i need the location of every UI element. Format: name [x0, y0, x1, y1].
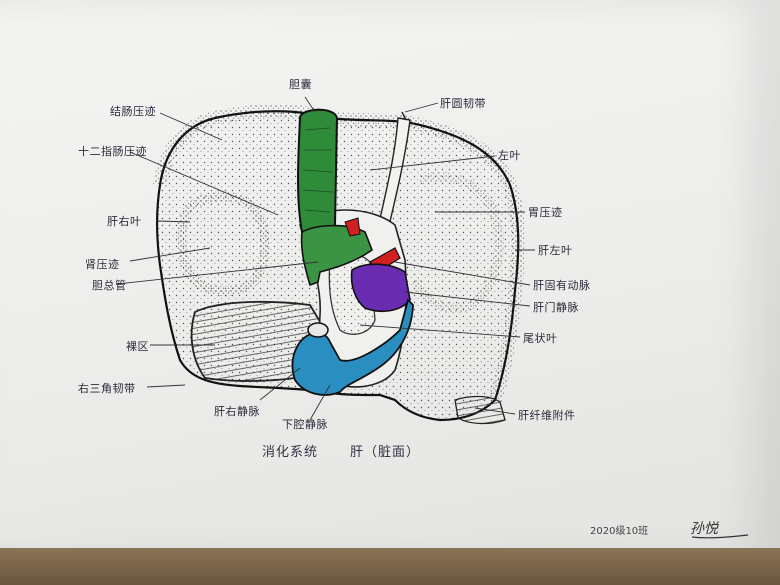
label-ivc: 下腔静脉 [282, 418, 328, 431]
fibrous-appendix [454, 395, 506, 425]
caption-system: 消化系统 [262, 445, 319, 460]
gallbladder-shape [297, 108, 339, 244]
portal-vein-shape [350, 263, 411, 313]
footer-signature: 孙悦 [690, 521, 718, 537]
label-gastric-impression: 胃压迹 [528, 206, 563, 219]
label-right-triangular-ligament: 右三角韧带 [78, 382, 136, 395]
leader-lines [116, 96, 535, 421]
label-portal-vein: 肝门静脉 [533, 301, 579, 314]
label-hepatic-vein: 肝右静脉 [214, 405, 260, 418]
label-round-ligament: 肝圆韧带 [440, 97, 486, 110]
table-surface [0, 548, 780, 585]
label-left-lobe-liver: 肝左叶 [538, 244, 573, 257]
label-hepatic-artery: 肝固有动脉 [533, 279, 591, 292]
renal-impression [176, 191, 270, 297]
label-renal-impression: 肾压迹 [85, 258, 120, 271]
label-common-bile-duct: 胆总管 [92, 279, 127, 292]
label-fibrous-appendix: 肝纤维附件 [518, 409, 576, 422]
footer-date: 2020级10班 [590, 526, 649, 537]
label-left-lobe: 左叶 [498, 149, 521, 162]
label-caudate-lobe: 尾状叶 [523, 332, 558, 345]
gastric-impression [410, 171, 504, 314]
caption-organ: 肝（脏面） [350, 445, 421, 460]
label-colic-impression: 结肠压迹 [110, 105, 156, 118]
label-duodenal-impression: 十二指肠压迹 [78, 145, 147, 158]
label-bare-area: 裸区 [126, 340, 149, 353]
label-right-lobe: 肝右叶 [107, 215, 142, 228]
hepatic-artery-shape [344, 217, 361, 237]
liver-edge-shade [153, 104, 526, 403]
signature-underline [691, 534, 749, 539]
label-gallbladder: 胆囊 [289, 78, 312, 91]
ivc-shape [291, 298, 414, 396]
